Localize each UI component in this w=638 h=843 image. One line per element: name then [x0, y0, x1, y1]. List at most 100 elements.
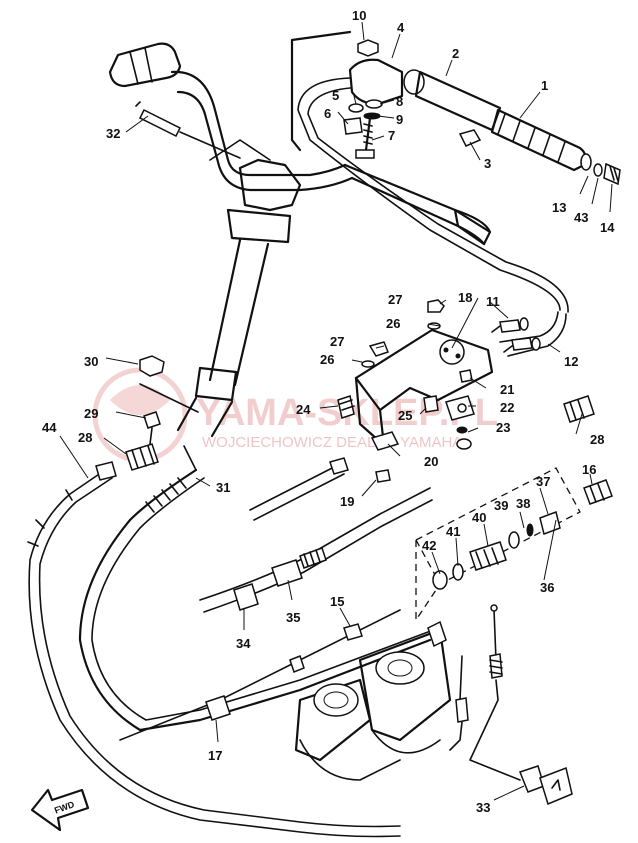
- choke-rod: [459, 609, 497, 701]
- left-grip: [108, 42, 182, 88]
- callout-19: 19: [340, 494, 354, 509]
- callout-31: 31: [216, 480, 230, 495]
- clamp-plate: [139, 383, 199, 413]
- throttle-grip-assembly: [343, 39, 621, 186]
- callout-33: 33: [476, 800, 490, 815]
- clip-22-hole: [457, 403, 467, 413]
- callout-21: 21: [500, 382, 514, 397]
- choke-cable-upper: [307, 87, 569, 313]
- watermark-tagline: WOJCIECHOWICZ DEALER YAMAHA: [202, 434, 462, 451]
- clamp-20: [370, 431, 400, 451]
- leader-lines: [59, 21, 613, 801]
- callout-26-lower: 26: [320, 352, 334, 367]
- lower-cables: [27, 445, 433, 838]
- cable-31-top: [183, 445, 197, 471]
- boot-28-left-ribs: [131, 445, 155, 469]
- choke-spring-coils: [489, 659, 503, 675]
- cable-fitting-upper: [329, 457, 349, 475]
- washer-23: [456, 426, 468, 434]
- forward-direction-arrow: FWD: [30, 788, 90, 832]
- spacer-38: [526, 523, 534, 537]
- callout-6: 6: [324, 106, 331, 121]
- fwd-arrow-shape: [30, 788, 90, 832]
- cable-sleeve-34: [233, 583, 259, 611]
- boot-16: [583, 479, 613, 505]
- callout-44: 44: [42, 420, 57, 435]
- handlebar-assembly: [108, 30, 492, 438]
- nut-6: [343, 117, 363, 135]
- washer-39: [508, 531, 520, 549]
- kit-36-outline: [415, 467, 581, 585]
- cable-34-inner: [203, 499, 433, 613]
- callout-16: 16: [582, 462, 596, 477]
- carb-bore-rear: [375, 651, 425, 685]
- callout-labels: 1 2 3 4 5 6 7 8 9 10 11 12 13 14 15 16 1…: [42, 8, 615, 815]
- callout-28-right: 28: [590, 432, 604, 447]
- cable-center-upper: [249, 463, 345, 521]
- callout-20: 20: [424, 454, 438, 469]
- upper-cables: [297, 77, 569, 357]
- boot-16-ribs: [589, 483, 605, 503]
- boot-28-right: [563, 395, 595, 423]
- left-parts: [125, 101, 241, 471]
- cable-holder-3: [458, 129, 482, 147]
- handlebar-end-cap: [453, 208, 492, 246]
- watermark-logo-mark: [110, 385, 170, 415]
- bolt-21: [459, 369, 473, 383]
- cable-44-inner: [38, 477, 401, 828]
- callout-10: 10: [352, 8, 366, 23]
- throttle-grip-outer: [490, 108, 587, 172]
- carb-lever: [427, 620, 447, 648]
- cable-31-outer: [78, 468, 432, 732]
- cable-ends: [491, 325, 513, 353]
- handlebar-tube-left: [170, 70, 347, 177]
- washer-5: [348, 103, 364, 113]
- callout-3: 3: [484, 156, 491, 171]
- callout-25: 25: [398, 408, 412, 423]
- grip-end-spacer: [593, 163, 603, 177]
- cable-32-line: [179, 131, 241, 159]
- callout-40: 40: [472, 510, 486, 525]
- grip-end-screw-thread: [609, 165, 619, 182]
- callout-22: 22: [500, 400, 514, 415]
- choke-cable-run: [449, 679, 521, 781]
- callout-15: 15: [330, 594, 344, 609]
- callout-26-upper: 26: [386, 316, 400, 331]
- cable-end-32: [138, 108, 182, 138]
- fitting-29: [143, 411, 161, 429]
- callout-18: 18: [458, 290, 472, 305]
- nut-23: [456, 438, 472, 450]
- callout-38: 38: [516, 496, 530, 511]
- cable-31-boot: [145, 477, 187, 513]
- carb-float-bowls: [299, 729, 441, 781]
- cable-end-32-tip: [135, 101, 141, 107]
- cable-adjuster-12: [511, 337, 533, 351]
- callout-30: 30: [84, 354, 98, 369]
- callout-36: 36: [540, 580, 554, 595]
- handlebar-mount-frame: [290, 30, 352, 152]
- choke-rod-end-top: [490, 604, 498, 612]
- washer-9: [363, 112, 381, 120]
- callout-1: 1: [541, 78, 548, 93]
- choke-sleeve: [455, 697, 469, 723]
- fitting-29-stem: [149, 427, 153, 445]
- callout-43: 43: [574, 210, 588, 225]
- kit-36-outline-side: [415, 540, 441, 623]
- choke-knob-mark: [551, 779, 561, 791]
- nut-42: [432, 570, 448, 590]
- callout-27-lower: 27: [330, 334, 344, 349]
- callout-34: 34: [236, 636, 251, 651]
- adjuster-40: [469, 541, 507, 571]
- cable-adjuster-12-nut: [531, 337, 541, 351]
- callout-13: 13: [552, 200, 566, 215]
- carb-body-rear: [358, 628, 452, 742]
- adjuster-40-ribs: [475, 547, 499, 569]
- bracket-rivet-b: [455, 353, 461, 359]
- cable-fitting-lower: [289, 655, 305, 673]
- washer-41: [452, 563, 464, 581]
- cable-adjuster-11-nut: [519, 317, 529, 331]
- callout-5: 5: [332, 88, 339, 103]
- bracket-rivet-a: [443, 347, 449, 353]
